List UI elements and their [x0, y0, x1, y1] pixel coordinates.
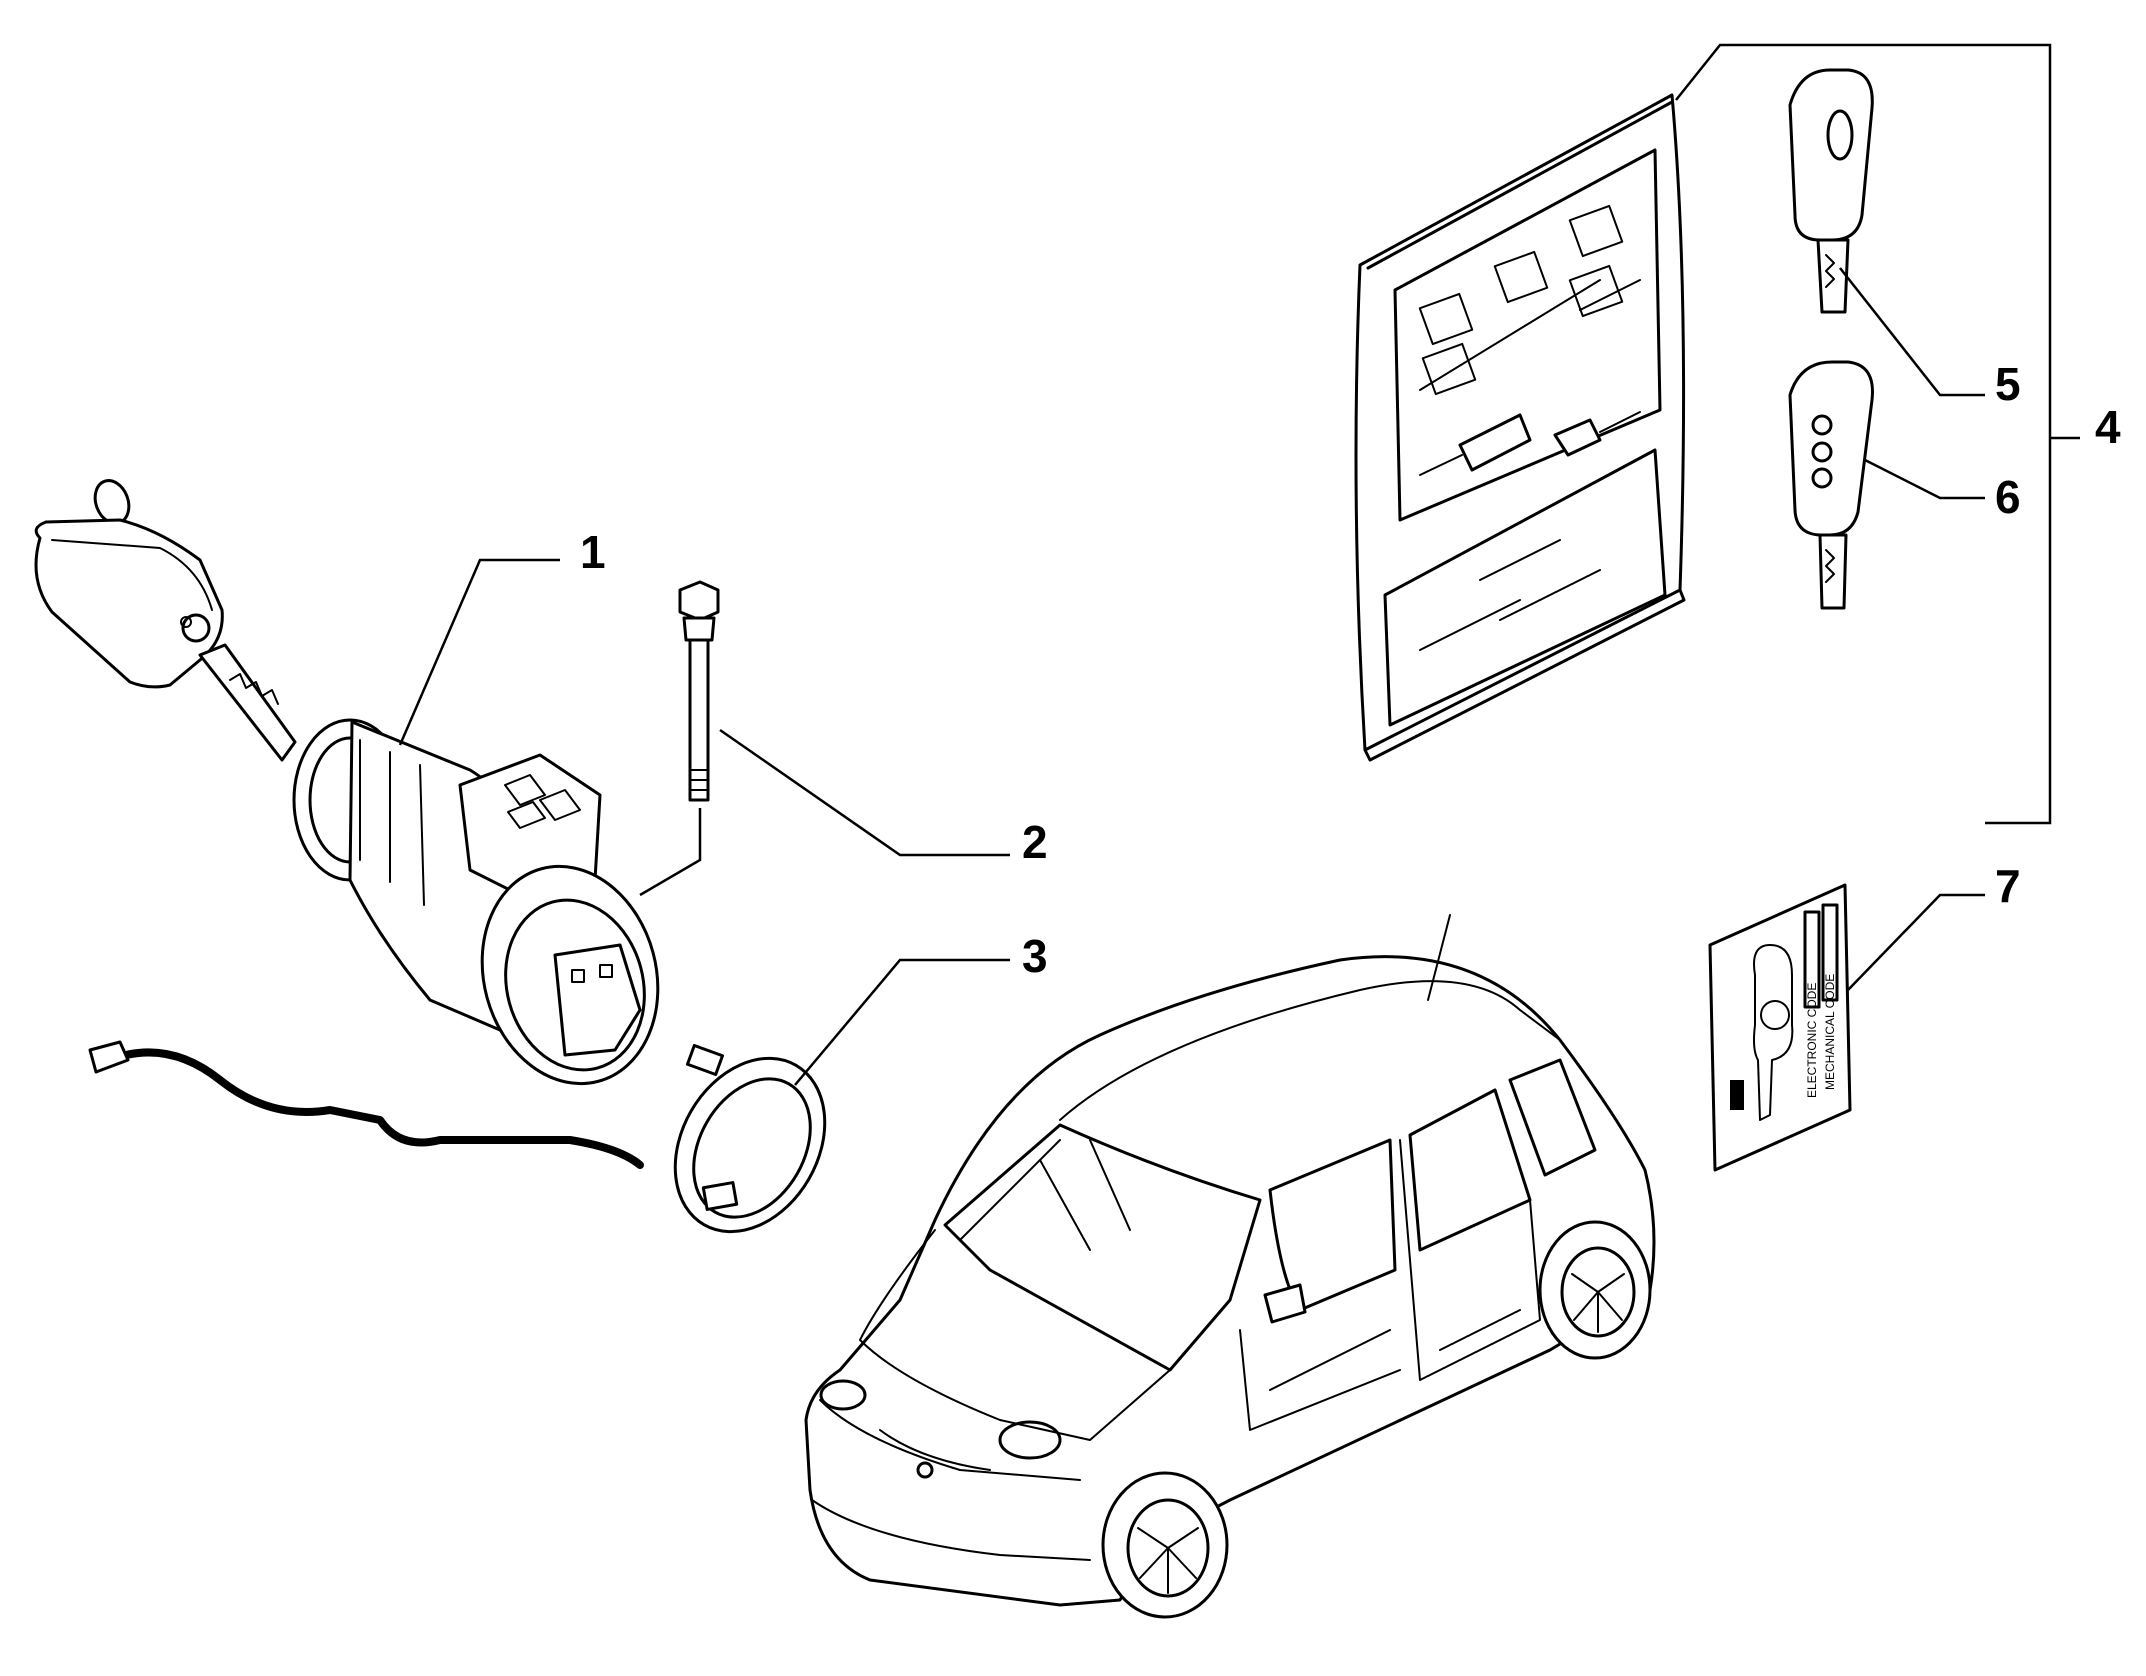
immobilizer-antenna [88, 958, 1010, 1234]
remote-key-5 [1788, 68, 1985, 397]
flip-key [34, 479, 297, 762]
leader-6 [1864, 458, 1985, 500]
code-card: ELECTRONIC CODE MECHANICAL CODE [1708, 883, 1985, 1172]
callout-6: 6 [1995, 471, 2021, 523]
shear-screw [639, 580, 1010, 897]
callout-3: 3 [1022, 930, 1048, 982]
leader-2 [719, 728, 1010, 857]
screw-axis-line [639, 808, 702, 897]
callout-2: 2 [1022, 816, 1048, 868]
callout-1: 1 [580, 526, 606, 578]
key-code-document [1354, 43, 2080, 825]
leader-5 [1839, 267, 1985, 397]
switch-body [292, 718, 660, 1086]
leader-1 [398, 558, 560, 746]
card-mechanical-code: MECHANICAL CODE [1823, 974, 1837, 1090]
callout-4: 4 [2095, 401, 2121, 453]
leader-3 [794, 958, 1010, 1086]
callout-5: 5 [1995, 358, 2021, 410]
ignition-switch-assembly [34, 479, 660, 1086]
card-electronic-code: ELECTRONIC CODE [1805, 983, 1819, 1098]
leader-7 [1847, 893, 1985, 991]
callout-7: 7 [1995, 860, 2021, 912]
remote-key-6 [1788, 360, 1985, 610]
car-illustration [804, 914, 1656, 1619]
bracket-4 [1675, 43, 2052, 825]
